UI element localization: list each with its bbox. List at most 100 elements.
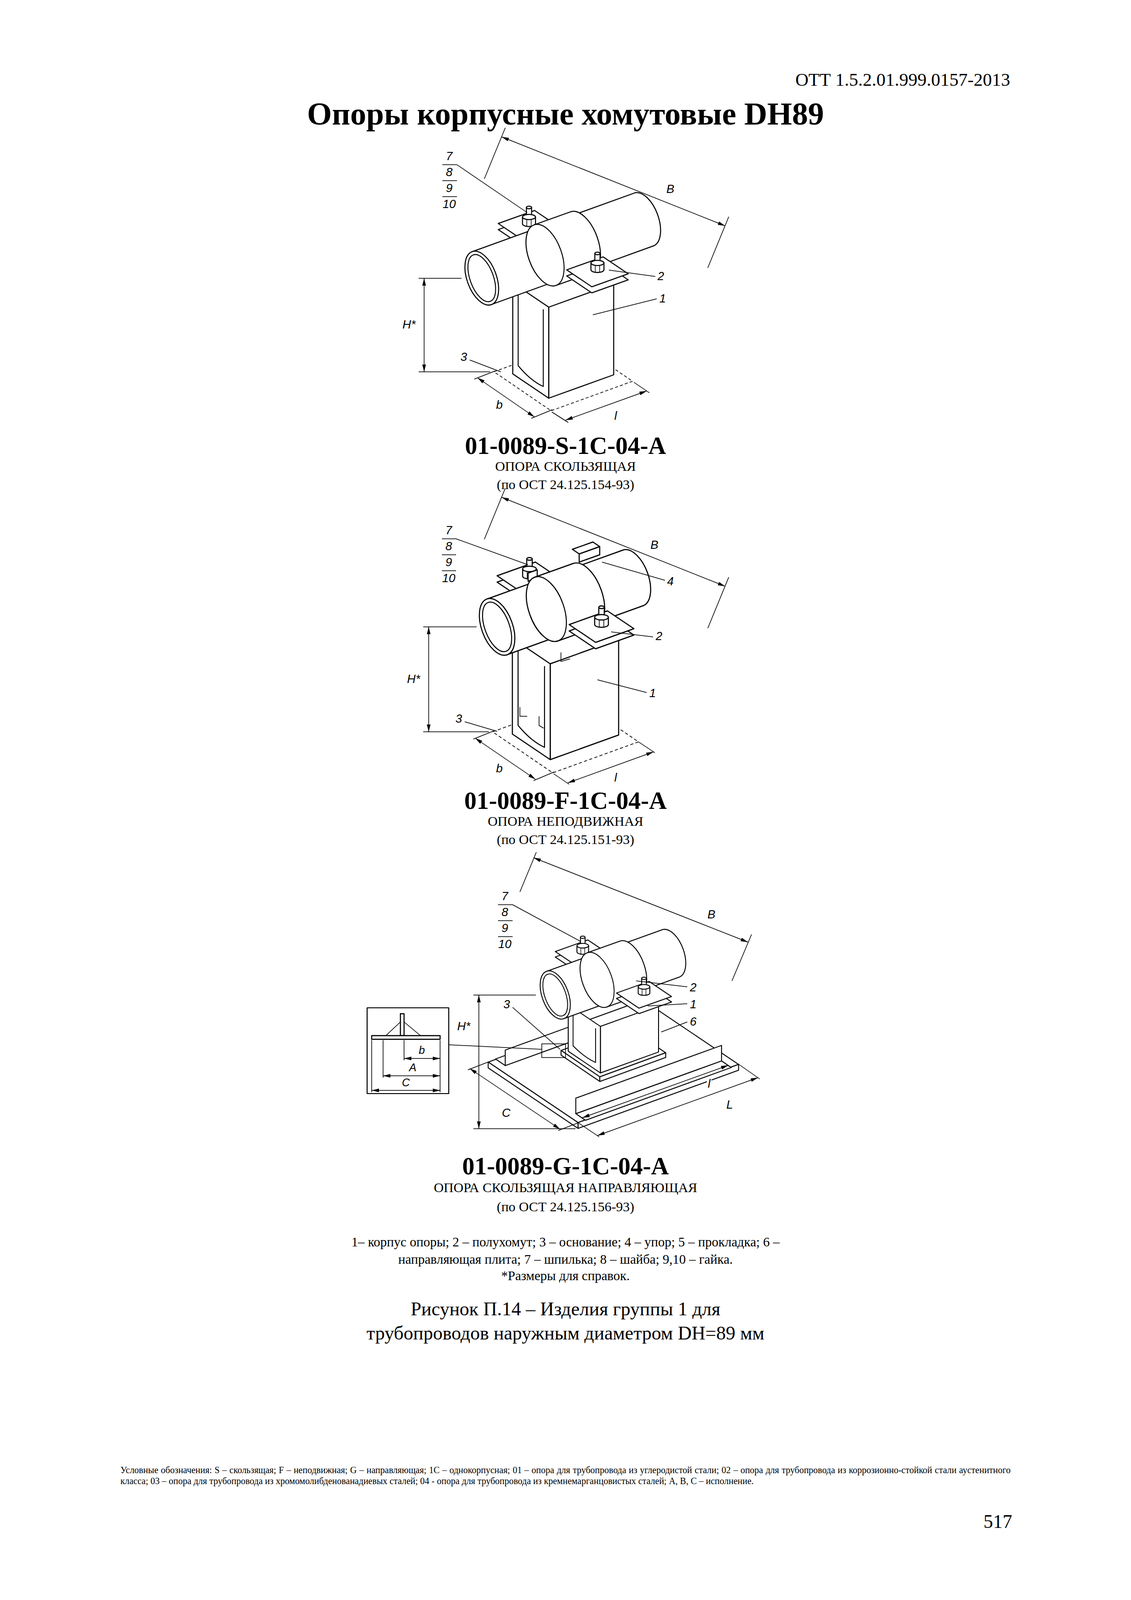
dimension-label: В xyxy=(649,538,659,552)
dimension-label: L xyxy=(725,1097,734,1112)
dimension-lines xyxy=(611,631,654,637)
footnote: Условные обозначения: S – скользящая; F … xyxy=(120,1463,1011,1486)
product-name: ОПОРА СКОЛЬЗЯЩАЯ НАПРАВЛЯЮЩАЯ xyxy=(433,1179,698,1196)
dimension-lines xyxy=(501,136,726,226)
dimension-lines xyxy=(565,390,647,421)
dimension-lines xyxy=(553,773,570,784)
sliding-support xyxy=(512,282,549,399)
sliding-support xyxy=(458,192,661,411)
dimension-label: В xyxy=(706,907,716,922)
dimension-lines xyxy=(738,1063,760,1079)
dimension-lines xyxy=(661,1021,688,1032)
sliding-support xyxy=(591,252,605,273)
callout-number: 8 xyxy=(500,905,509,919)
callout-number: 2 xyxy=(656,269,665,284)
guided-support xyxy=(600,1005,659,1073)
callout-number: 9 xyxy=(444,555,453,570)
dimension-lines xyxy=(469,1068,561,1129)
dimension-lines xyxy=(633,382,650,393)
dimension-lines xyxy=(533,771,555,781)
dimension-label: C xyxy=(400,1075,411,1089)
standard-ref: (по ОСТ 24.125.156-93) xyxy=(496,1198,634,1215)
fixed-support xyxy=(472,549,651,660)
dimension-label: H* xyxy=(456,1019,472,1033)
page-number: 517 xyxy=(983,1509,1013,1532)
detail-inset xyxy=(371,1035,441,1039)
callout-number: 9 xyxy=(445,181,454,196)
dimension-lines xyxy=(456,164,528,213)
guided-support xyxy=(487,928,739,1128)
guided-support xyxy=(487,1003,739,1122)
fixed-support xyxy=(512,638,551,760)
dimension-lines xyxy=(551,411,569,423)
dimension-lines xyxy=(418,127,729,423)
dimension-lines xyxy=(533,857,748,942)
detail-inset xyxy=(371,1039,373,1092)
dimension-lines xyxy=(731,933,752,981)
detail-inset xyxy=(404,1057,441,1059)
callout-number: 7 xyxy=(445,149,454,164)
callout-number: 1 xyxy=(648,686,657,701)
detail-inset xyxy=(404,1021,421,1036)
document-code: ОТТ 1.5.2.01.999.0157-2013 xyxy=(795,69,1011,91)
sliding-support xyxy=(458,192,661,310)
dimension-label: C xyxy=(501,1105,512,1120)
guided-support xyxy=(573,1012,596,1063)
product-code: 01-0089-G-1C-04-A xyxy=(462,1151,670,1180)
dimension-label: b xyxy=(495,398,504,412)
standard-ref: (по ОСТ 24.125.151-93) xyxy=(496,831,634,848)
dimension-lines xyxy=(498,919,513,921)
callout-number: 3 xyxy=(454,711,463,726)
dimension-lines xyxy=(428,626,430,732)
dimension-lines xyxy=(441,538,457,540)
detail-inset xyxy=(382,1039,384,1078)
dimension-lines xyxy=(501,497,726,587)
product-code: 01-0089-S-1C-04-A xyxy=(465,431,667,460)
dimension-lines xyxy=(597,679,647,693)
dimension-label: b xyxy=(495,761,504,776)
page-title: Опоры корпусные хомутовые DH89 xyxy=(306,95,824,133)
sliding-support xyxy=(522,206,536,227)
callout-number: 7 xyxy=(500,889,509,903)
dimension-lines xyxy=(418,371,491,373)
dimension-lines xyxy=(498,935,513,937)
note: *Размеры для справок. xyxy=(501,1267,630,1283)
callout-number: 2 xyxy=(654,629,664,644)
dimension-lines xyxy=(473,730,494,739)
dimension-lines xyxy=(475,737,536,779)
dimension-lines xyxy=(512,1006,561,1049)
fixed-support xyxy=(572,541,600,554)
dimension-lines xyxy=(567,751,654,783)
dimension-lines xyxy=(448,1044,542,1049)
dimension-lines xyxy=(484,487,506,540)
fixed-support xyxy=(594,605,609,628)
fixed-support xyxy=(550,638,619,760)
callout-number: 6 xyxy=(689,1014,698,1029)
dimension-lines xyxy=(647,1003,688,1006)
sliding-support xyxy=(518,291,544,387)
dimension-lines xyxy=(707,576,729,628)
guided-support xyxy=(534,928,686,1023)
detail-inset xyxy=(403,1039,405,1060)
dimension-lines xyxy=(467,1061,488,1070)
dimension-lines xyxy=(423,278,425,372)
figure-caption: Рисунок П.14 – Изделия группы 1 для труб… xyxy=(364,1296,767,1345)
dimension-lines xyxy=(636,980,688,987)
callout-number: 10 xyxy=(441,197,457,212)
dimension-lines xyxy=(474,370,496,379)
dimension-lines xyxy=(512,904,582,942)
callout-number: 10 xyxy=(441,571,457,586)
detail-inset xyxy=(439,1039,441,1092)
dimension-lines xyxy=(498,903,513,905)
dimension-label: l xyxy=(613,770,618,785)
dimension-lines xyxy=(541,1043,566,1058)
dimension-lines xyxy=(578,1122,600,1137)
dimension-label: A xyxy=(408,1060,418,1074)
parts-list: 1– корпус опоры; 2 – полухомут; 3 – осно… xyxy=(316,1232,815,1268)
guided-support xyxy=(575,1044,722,1114)
standard-ref: (по ОСТ 24.125.154-93) xyxy=(496,476,634,493)
callout-number: 8 xyxy=(444,539,453,554)
dimension-lines xyxy=(442,164,457,166)
dimension-label: b xyxy=(417,1043,426,1057)
